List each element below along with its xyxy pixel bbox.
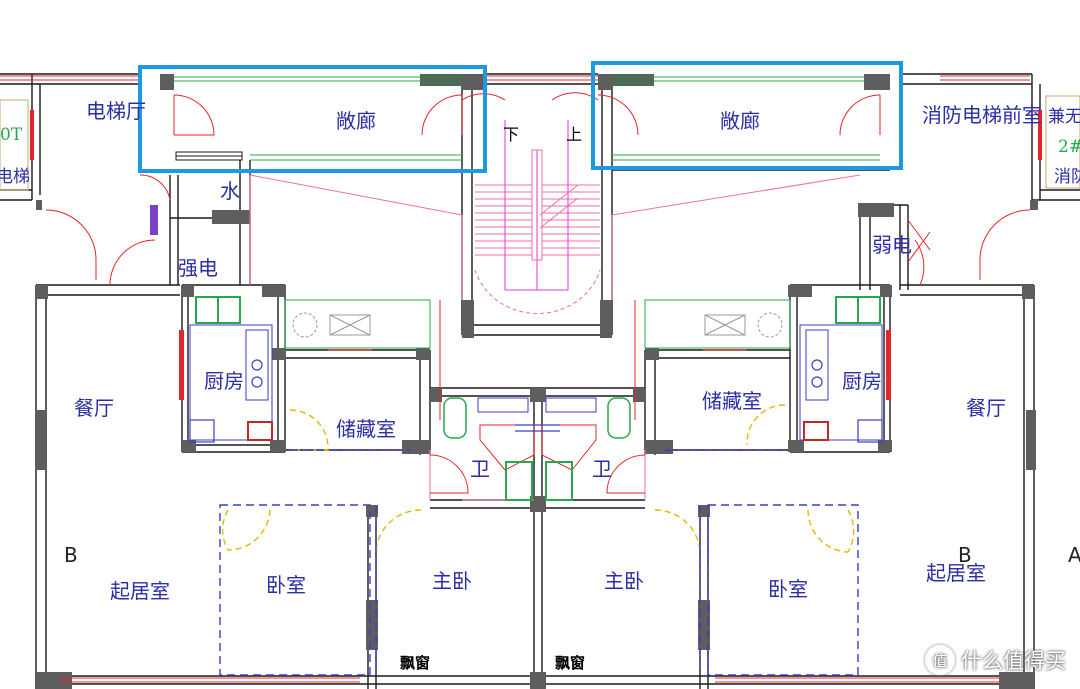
label-strong-current: 强电 — [178, 256, 218, 280]
label-bedroom-right: 卧室 — [768, 577, 808, 601]
highlight-boxes — [138, 61, 903, 173]
label-elevator-hall: 电梯厅 — [86, 99, 146, 123]
corridor-railings — [174, 74, 880, 161]
label-edge-fire-c: 消防 — [1054, 167, 1080, 187]
label-open-corridor-left: 敞廊 — [336, 109, 376, 133]
label-open-corridor-right: 敞廊 — [720, 109, 760, 133]
highlight-corridor-left — [138, 65, 487, 173]
label-edge-fire-b: 2# — [1058, 137, 1080, 157]
label-fire-elevator-lobby: 消防电梯前室 — [922, 103, 1042, 127]
label-bedroom-left: 卧室 — [266, 573, 306, 597]
watermark-logo-icon: 值 — [925, 645, 955, 675]
wall-columns — [36, 74, 1038, 689]
shaft-details — [150, 151, 931, 263]
label-kitchen-left: 厨房 — [204, 369, 244, 393]
label-master-left: 主卧 — [432, 569, 472, 593]
label-dining-right: 餐厅 — [966, 396, 1006, 420]
pink-guides — [249, 174, 861, 501]
label-edge-elevator-a: 0T — [0, 125, 23, 145]
highlight-corridor-right — [591, 61, 903, 170]
bath-fixtures — [443, 397, 631, 501]
label-weak-current: 弱电 — [872, 233, 912, 257]
wardrobes — [219, 449, 859, 676]
label-unit-far-right: A — [1068, 543, 1080, 567]
label-stair-up: 上 — [566, 125, 582, 144]
label-unit-left: B — [64, 543, 78, 567]
label-bay-window-left: 飘窗 — [400, 654, 430, 672]
label-water-shaft: 水 — [220, 179, 240, 203]
interior-doors — [221, 404, 855, 553]
label-edge-fire-a: 兼无 — [1048, 107, 1080, 127]
label-master-right: 主卧 — [604, 569, 644, 593]
label-edge-elevator-b: 电梯 — [0, 167, 30, 187]
label-bath-left: 卫 — [470, 457, 490, 481]
doors — [45, 92, 1031, 494]
label-stair-down: 下 — [503, 125, 519, 144]
watermark-text: 什么值得买 — [961, 649, 1066, 673]
label-living-right: 起居室 — [926, 561, 986, 585]
label-kitchen-right: 厨房 — [842, 369, 882, 393]
label-unit-right: B — [958, 543, 972, 567]
staircase — [474, 120, 601, 315]
label-bath-right: 卫 — [592, 457, 612, 481]
label-living-left: 起居室 — [110, 579, 170, 603]
label-bay-window-right: 飘窗 — [555, 654, 585, 672]
room-labels: 电梯厅 敞廊 敞廊 消防电梯前室 下 上 水 强电 弱电 厨房 厨房 餐厅 餐厅… — [0, 95, 1080, 672]
label-dining-left: 餐厅 — [74, 396, 114, 420]
kitchen-fixtures — [189, 296, 883, 443]
windows — [0, 75, 1042, 683]
watermark: 值 什么值得买 — [925, 645, 1066, 675]
label-storage-right: 储藏室 — [702, 389, 762, 413]
balcony-details — [284, 299, 791, 351]
label-storage-left: 储藏室 — [336, 417, 396, 441]
